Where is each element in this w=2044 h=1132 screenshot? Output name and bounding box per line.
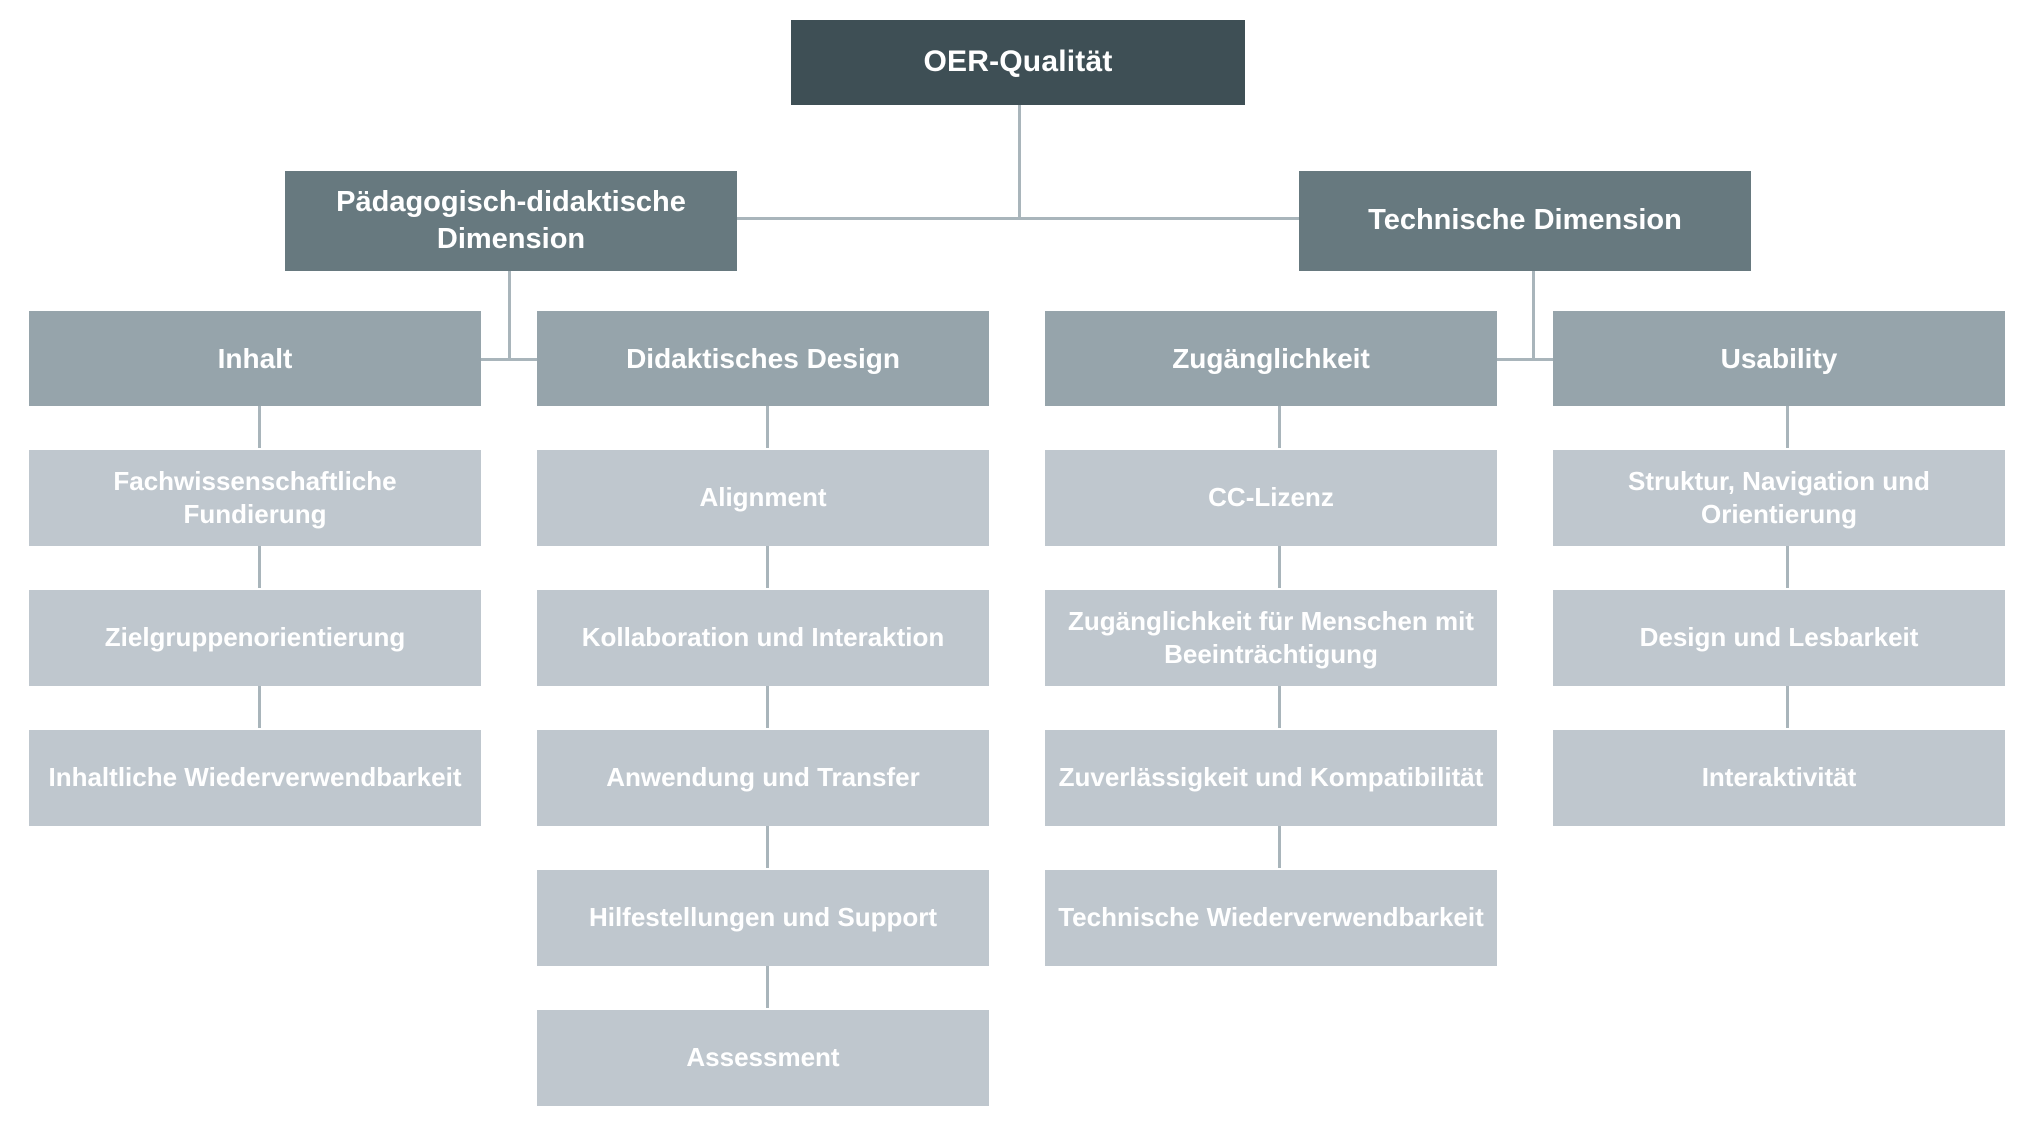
node-fachwissenschaftliche-fundierung[interactable]: Fachwissenschaftliche Fundierung (29, 450, 481, 546)
node-assessment[interactable]: Assessment (537, 1010, 989, 1106)
connector-col4-leaf2-to-leaf3 (1786, 686, 1789, 728)
connector-col2-leaf1-to-leaf2 (766, 546, 769, 588)
connector-col2-leaf2-to-leaf3 (766, 686, 769, 728)
node-paedagogisch-didaktische-dimension[interactable]: Pädagogisch-didaktische Dimension (285, 171, 737, 271)
node-inhaltliche-wiederverwendbarkeit[interactable]: Inhaltliche Wiederverwendbarkeit (29, 730, 481, 826)
node-zugaenglichkeit-fuer-menschen-mit-beeintraechtigung[interactable]: Zugänglichkeit für Menschen mit Beeinträ… (1045, 590, 1497, 686)
connector-col2-leaf4-to-leaf5 (766, 966, 769, 1008)
node-cc-lizenz[interactable]: CC-Lizenz (1045, 450, 1497, 546)
connector-col1-leaf1-to-leaf2 (258, 546, 261, 588)
node-design-und-lesbarkeit[interactable]: Design und Lesbarkeit (1553, 590, 2005, 686)
node-anwendung-und-transfer[interactable]: Anwendung und Transfer (537, 730, 989, 826)
node-technische-dimension[interactable]: Technische Dimension (1299, 171, 1751, 271)
connector-pedagogic-bus (258, 358, 766, 361)
node-technische-wiederverwendbarkeit[interactable]: Technische Wiederverwendbarkeit (1045, 870, 1497, 966)
node-struktur-navigation-und-orientierung[interactable]: Struktur, Navigation und Orientierung (1553, 450, 2005, 546)
node-kollaboration-und-interaktion[interactable]: Kollaboration und Interaktion (537, 590, 989, 686)
connector-col3-leaf3-to-leaf4 (1278, 826, 1281, 868)
connector-col3-leaf2-to-leaf3 (1278, 686, 1281, 728)
connector-col3-leaf1-to-leaf2 (1278, 546, 1281, 588)
node-zielgruppenorientierung[interactable]: Zielgruppenorientierung (29, 590, 481, 686)
node-zuverlaessigkeit-und-kompatibilitaet[interactable]: Zuverlässigkeit und Kompatibilität (1045, 730, 1497, 826)
node-alignment[interactable]: Alignment (537, 450, 989, 546)
node-didaktisches-design[interactable]: Didaktisches Design (537, 311, 989, 406)
connector-col2-leaf3-to-leaf4 (766, 826, 769, 868)
connector-col3-cat-to-leaf1 (1278, 406, 1281, 448)
connector-col4-cat-to-leaf1 (1786, 406, 1789, 448)
connector-col1-leaf2-to-leaf3 (258, 686, 261, 728)
node-usability[interactable]: Usability (1553, 311, 2005, 406)
connector-col4-leaf1-to-leaf2 (1786, 546, 1789, 588)
connector-technical-bus (1278, 358, 1786, 361)
connector-pedagogic-down (508, 270, 511, 360)
connector-col2-cat-to-leaf1 (766, 406, 769, 448)
node-interaktivitaet[interactable]: Interaktivität (1553, 730, 2005, 826)
node-hilfestellungen-und-support[interactable]: Hilfestellungen und Support (537, 870, 989, 966)
connector-dimension-bus (508, 217, 1532, 220)
connector-col1-cat-to-leaf1 (258, 406, 261, 448)
connector-technical-down (1532, 270, 1535, 360)
connector-root-down (1018, 105, 1021, 219)
node-zugaenglichkeit[interactable]: Zugänglichkeit (1045, 311, 1497, 406)
node-oer-qualitaet[interactable]: OER-Qualität (791, 20, 1245, 105)
node-inhalt[interactable]: Inhalt (29, 311, 481, 406)
